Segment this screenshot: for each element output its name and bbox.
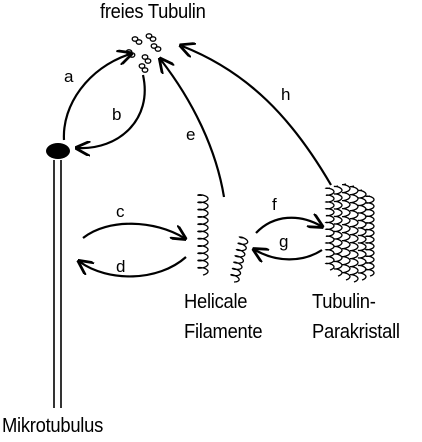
free-tubulin-dimers [125,33,162,73]
paracrystal-coil [350,185,359,283]
paracrystal-label-line1: Tubulin- [312,291,376,313]
arrow-label-g: g [279,232,289,251]
arrow-label-d: d [116,257,126,276]
microtubule-tip [46,143,70,159]
arrow-g [255,250,323,259]
arrow-label-e: e [186,125,196,144]
arrow-label-c: c [116,202,125,221]
arrow-f [255,218,321,234]
helical-filament [196,194,209,276]
helical-filament [229,236,249,283]
helical-filaments-label-line2: Filamente [184,321,263,343]
arrow-c [82,222,184,238]
paracrystal-coil [324,187,335,271]
helical-filaments [196,194,249,283]
paracrystal-coil [342,183,351,281]
paracrystal-coil [333,185,343,277]
free-tubulin-label: freies Tubulin [100,1,206,23]
arrow-e [161,60,226,198]
paracrystal-label-line2: Parakristall [312,321,400,343]
arrow-label-b: b [112,105,122,124]
microtubule [46,143,70,408]
helical-filaments-label-line1: Helicale [184,291,248,313]
arrow-h [182,46,332,186]
arrow-label-f: f [272,195,277,214]
arrow-b [78,74,146,148]
paracrystal-coil [357,189,367,281]
tubulin-paracrystal [324,183,375,283]
microtubule-label: Mikrotubulus [2,415,103,437]
arrow-d [80,256,187,278]
arrow-label-a: a [64,67,74,86]
arrow-label-h: h [281,85,291,104]
paracrystal-coil [364,195,375,277]
arrow-a [62,54,130,141]
